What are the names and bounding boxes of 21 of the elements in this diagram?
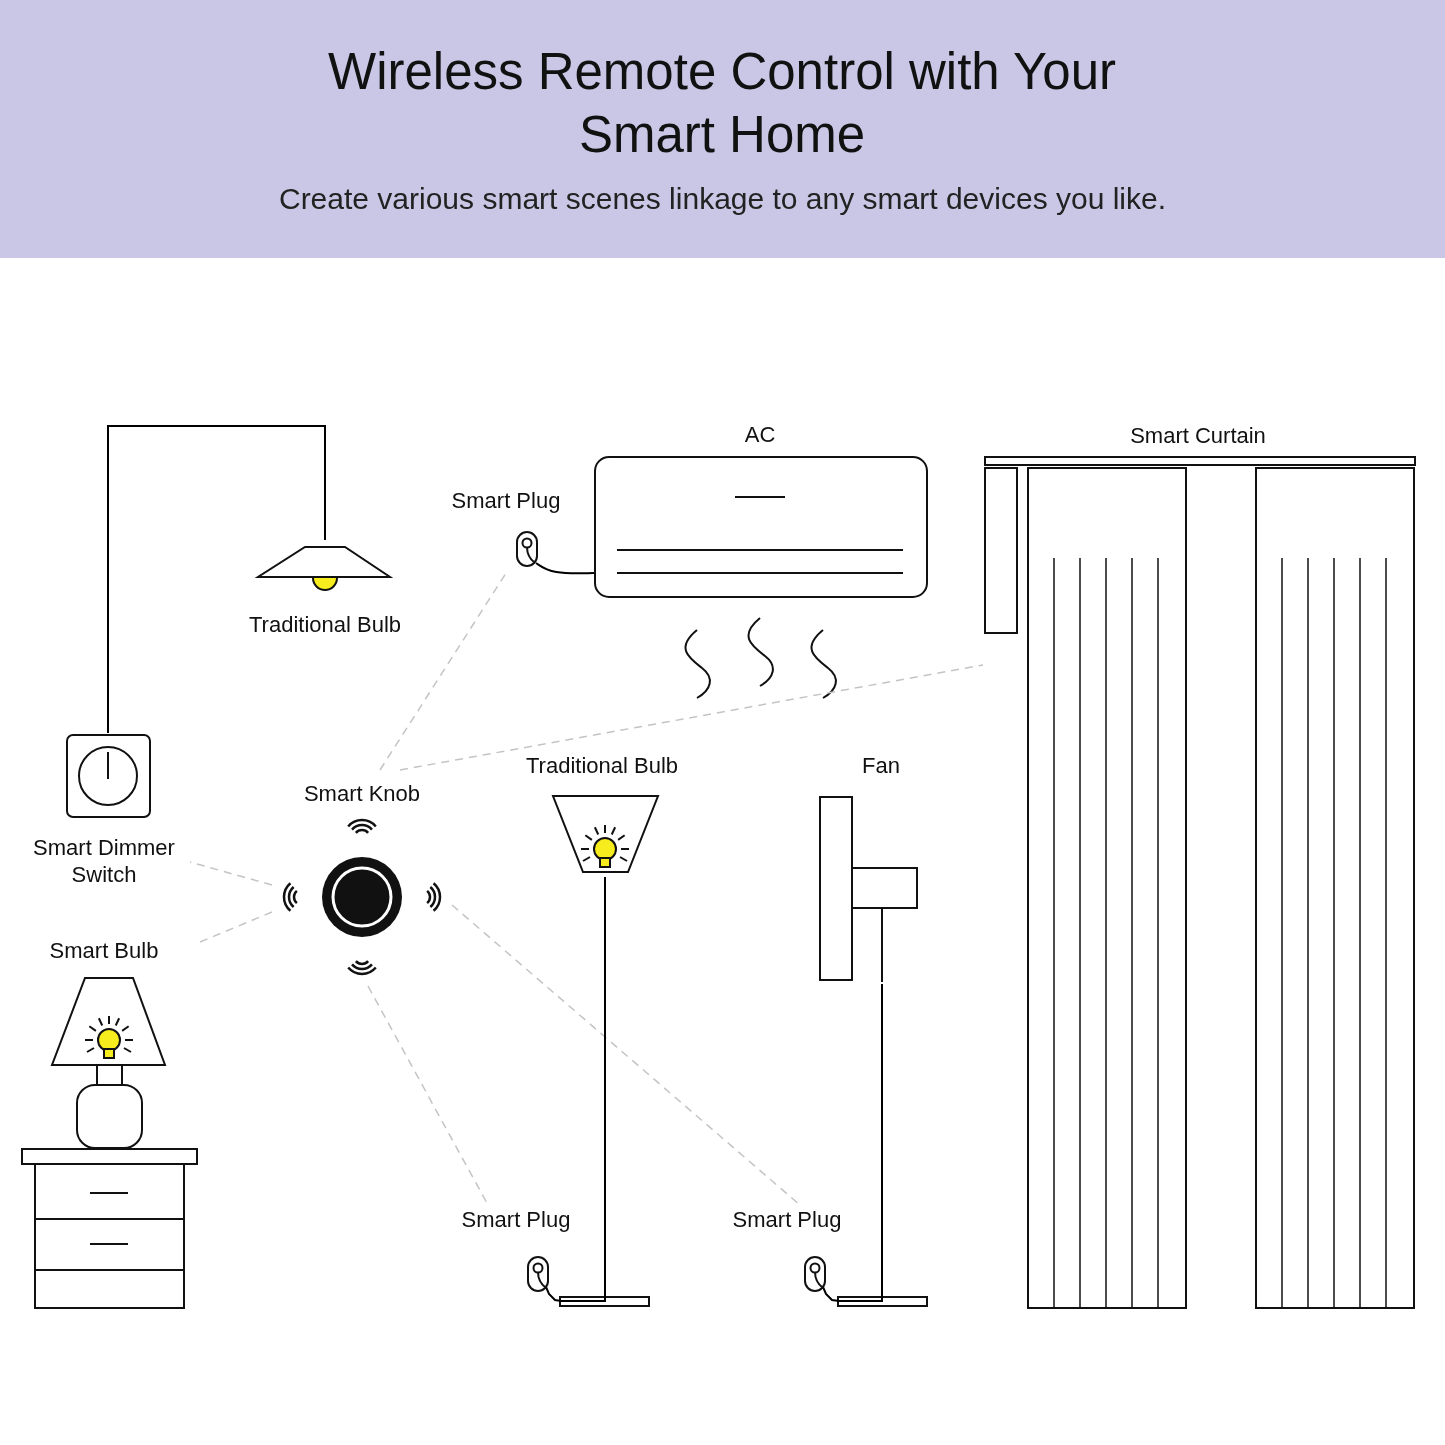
- wireless-link-line: [199, 911, 273, 943]
- subtitle: Create various smart scenes linkage to any smart devices you like.: [278, 181, 1167, 217]
- device-label: Traditional Bulb: [249, 611, 401, 638]
- device-label: Smart Plug: [451, 487, 561, 514]
- device-label: Smart Curtain: [1130, 422, 1266, 449]
- device-label: Smart Dimmer Switch: [32, 834, 176, 888]
- device-label: Traditional Bulb: [526, 752, 678, 779]
- device-label: AC: [744, 421, 776, 448]
- device-label: Fan: [862, 752, 900, 779]
- wireless-link-line: [451, 904, 801, 1206]
- device-label: Smart Plug: [732, 1206, 842, 1233]
- cable-line: [545, 876, 606, 1302]
- cable-line: [107, 425, 326, 734]
- device-label: Smart Knob: [303, 780, 421, 807]
- cable-line: [822, 983, 883, 1302]
- cable-line: [535, 562, 595, 575]
- device-label: Smart Plug: [461, 1206, 571, 1233]
- title: Wireless Remote Control with Your Smart Home: [327, 42, 1117, 165]
- wireless-link-line: [189, 861, 273, 886]
- wireless-link-line: [399, 664, 984, 771]
- device-label: Smart Bulb: [49, 937, 159, 964]
